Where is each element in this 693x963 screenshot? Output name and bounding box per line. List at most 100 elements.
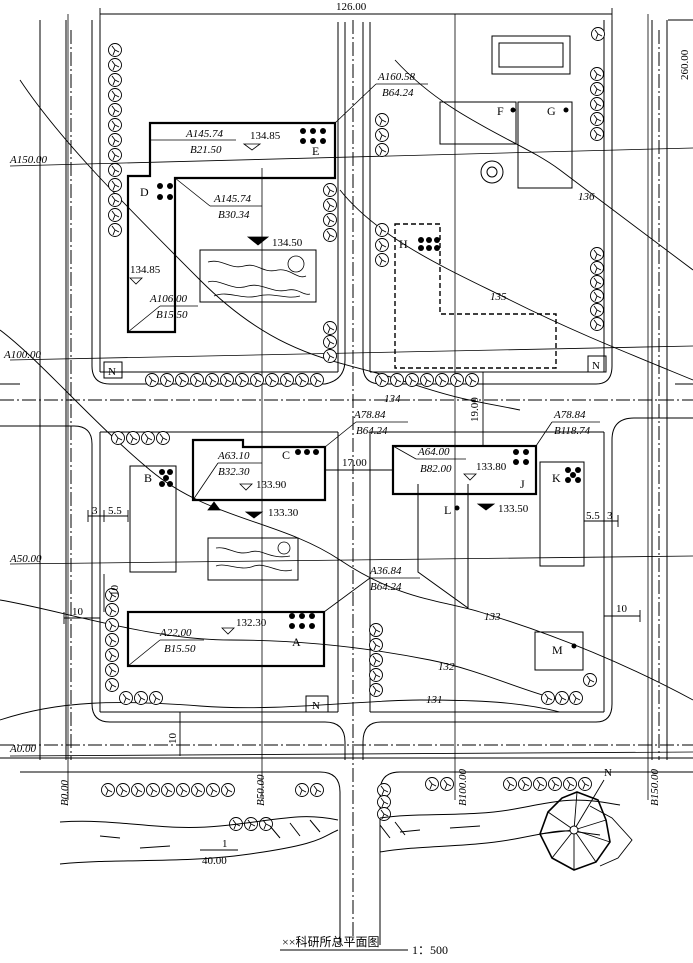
tree-branch	[164, 785, 173, 796]
tree-branch	[108, 620, 117, 631]
tree-branch	[137, 693, 146, 704]
dim-top: 126.00	[336, 1, 367, 13]
tree-branch	[111, 75, 120, 86]
grid-b0: B0.00	[59, 780, 71, 806]
elev-3: 134.85	[130, 264, 161, 276]
tree-branch	[326, 200, 335, 211]
tree-branch	[111, 210, 120, 221]
building-label-f: F	[497, 104, 504, 118]
building-m	[534, 631, 584, 671]
tree-branch	[178, 375, 187, 386]
tree-branch	[326, 230, 335, 241]
building-label-a: A	[292, 635, 301, 649]
coord-7-a: A64.00	[417, 446, 450, 458]
elev-8: 132.30	[236, 617, 267, 629]
contour-131: 131	[426, 694, 443, 706]
tree-branch	[326, 323, 335, 334]
tree-branch	[544, 693, 553, 704]
tree-branch	[111, 135, 120, 146]
entrance-n-3: N	[312, 700, 320, 712]
building-j	[391, 444, 538, 496]
dim-ten-right: 10	[616, 603, 628, 615]
coord-10-a: A22.00	[159, 627, 192, 639]
elev-7: 133.50	[498, 503, 529, 515]
tree-branch	[144, 433, 153, 444]
coord-2-a: A145.74	[185, 128, 223, 140]
tree-branch	[593, 263, 602, 274]
tree-branch	[380, 797, 389, 808]
tree-branch	[593, 277, 602, 288]
tree-branch	[111, 165, 120, 176]
contour-132: 132	[438, 661, 455, 673]
tree-branch	[194, 785, 203, 796]
building-b	[129, 465, 177, 573]
fountain-texture	[207, 255, 311, 572]
tree-branch	[163, 375, 172, 386]
tree-branch	[283, 375, 292, 386]
building-label-b: B	[144, 471, 152, 485]
grid-a100: A100.00	[3, 349, 41, 361]
tree-branch	[372, 685, 381, 696]
building-k	[539, 461, 585, 567]
tree-branch	[380, 785, 389, 796]
tree-branch	[111, 225, 120, 236]
entrance-n-1: N	[108, 366, 116, 378]
tree-branch	[593, 99, 602, 110]
elev-5: 133.30	[268, 507, 299, 519]
building-label-g: G	[547, 104, 556, 118]
tree-branch	[378, 225, 387, 236]
building-label-e: E	[312, 144, 319, 158]
building-north-small	[491, 35, 571, 75]
compass-rose	[539, 779, 633, 871]
contour-135: 135	[490, 291, 507, 303]
tree-branch	[108, 680, 117, 691]
tree-branch	[247, 819, 256, 830]
tree-branch	[298, 785, 307, 796]
contour-134: 134	[384, 393, 401, 405]
tree-branch	[593, 305, 602, 316]
building-label-d: D	[140, 185, 149, 199]
tree-branch	[313, 375, 322, 386]
dimension-lines	[63, 8, 693, 756]
coord-9-b: B64.24	[370, 581, 402, 593]
building-label-l: L	[444, 503, 451, 517]
tree-branch	[253, 375, 262, 386]
tree-branch	[108, 650, 117, 661]
compass-n-label: N	[604, 767, 612, 779]
tree-branch	[268, 375, 277, 386]
tree-branch	[453, 375, 462, 386]
coord-1-b: B64.24	[382, 87, 414, 99]
tree-branch	[313, 785, 322, 796]
tree-branch	[593, 249, 602, 260]
grid-b150: B150.00	[649, 769, 661, 806]
grid-a50: A50.00	[9, 553, 42, 565]
dim-ten-bottom: 10	[167, 733, 179, 745]
tree-branch	[378, 240, 387, 251]
tree-branch	[111, 90, 120, 101]
coord-3-a: A145.74	[213, 193, 251, 205]
fountain-south	[207, 537, 299, 581]
tree-branch	[408, 375, 417, 386]
tree-branch	[566, 779, 575, 790]
tree-branch	[152, 693, 161, 704]
coord-5-b: B64.24	[356, 425, 388, 437]
elev-2: 134.50	[272, 237, 303, 249]
dim-setback-r1: 5.5	[586, 510, 600, 522]
building-label-m: M	[552, 643, 563, 657]
grid-b50: B50.00	[255, 774, 267, 806]
tree-branch	[134, 785, 143, 796]
coord-2-b: B21.50	[190, 144, 222, 156]
tree-branch	[111, 45, 120, 56]
tree-branch	[593, 319, 602, 330]
dim-gap-b: 19.00	[469, 397, 481, 422]
tree-branch	[586, 675, 595, 686]
tree-branch	[551, 779, 560, 790]
coord-1-a: A160.58	[377, 71, 415, 83]
tree-branch	[326, 337, 335, 348]
tree-branch	[111, 120, 120, 131]
tree-branch	[423, 375, 432, 386]
tree-branch	[326, 215, 335, 226]
tree-branch	[593, 129, 602, 140]
